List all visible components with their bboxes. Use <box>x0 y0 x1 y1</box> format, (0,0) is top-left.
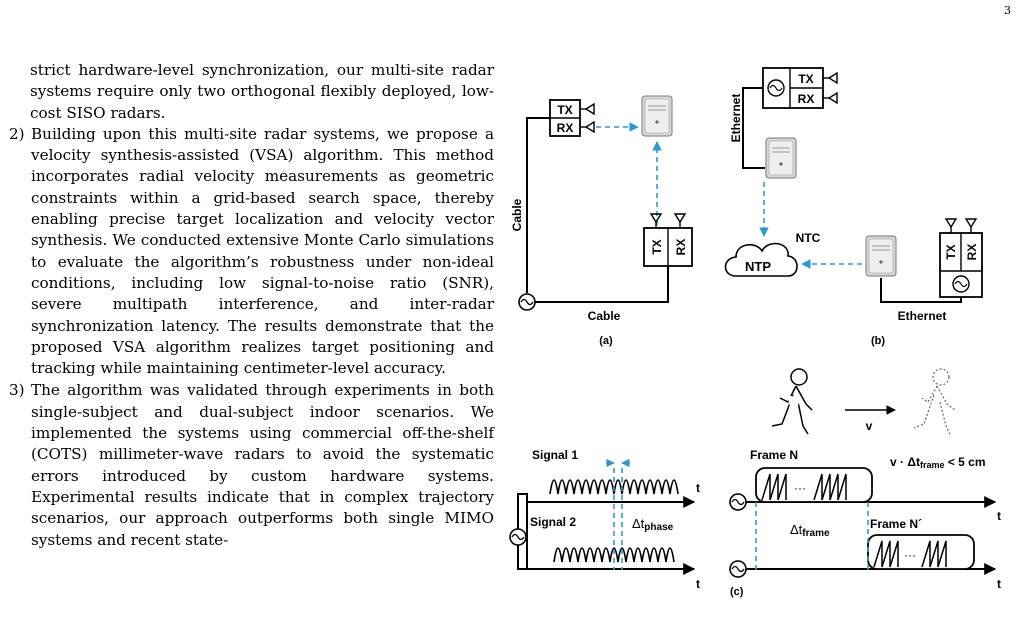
antenna-icon <box>580 102 595 134</box>
signal-2-waveform <box>553 547 675 563</box>
cable-line <box>535 266 669 303</box>
rx-label: RX <box>557 121 574 135</box>
ntp-label: NTP <box>745 259 771 274</box>
time-axis <box>517 493 696 570</box>
item-number: 3) <box>9 381 25 400</box>
panel-c-frame-sync: Frame N v · Δtframe < 5 cm ··· t Frame N… <box>729 448 1001 598</box>
rx-label: RX <box>798 92 815 106</box>
tx-label: TX <box>557 103 572 117</box>
antenna-icon <box>823 71 838 105</box>
tx-label: TX <box>944 244 958 259</box>
panel-c-caption: (c) <box>730 586 744 598</box>
rx-label: RX <box>674 239 688 256</box>
panel-b-caption: (b) <box>871 335 885 347</box>
cable-label: Cable <box>588 309 621 323</box>
cable-line <box>526 117 550 293</box>
frame-n-label: Frame N <box>750 448 798 462</box>
rx-label: RX <box>965 244 979 261</box>
ethernet-label: Ethernet <box>729 94 743 143</box>
page-number: 3 <box>1004 4 1011 17</box>
ethernet-line <box>880 278 962 303</box>
frame-n-prime-label: Frame N´ <box>870 517 922 531</box>
walking-person-outline-icon <box>913 368 956 437</box>
ellipsis: ··· <box>794 481 806 495</box>
body-text-column: strict hardware-level synchronization, o… <box>9 60 494 552</box>
velocity-label: v <box>866 419 873 433</box>
server-icon <box>865 235 897 277</box>
panel-b: TX RX Ethernet NTP NTC TX RX Ether <box>724 67 983 347</box>
contribution-item-3: 3) The algorithm was validated through e… <box>9 380 494 550</box>
contribution-item-2: 2) Building upon this multi-site radar s… <box>9 124 494 380</box>
panel-c-phase-sync: Signal 1 Signal 2 Δtphase t t <box>509 448 700 591</box>
server-icon <box>765 137 797 179</box>
tx-label: TX <box>650 239 664 254</box>
signal-2-label: Signal 2 <box>530 515 576 529</box>
signal-1-label: Signal 1 <box>532 448 578 462</box>
walking-person-icon <box>771 368 813 435</box>
antenna-icon <box>649 213 687 228</box>
item-text: The algorithm was validated through expe… <box>31 381 494 549</box>
frame-n-prime-box <box>867 534 975 570</box>
t-axis-label: t <box>997 577 1001 591</box>
constraint-label: v · Δtframe < 5 cm <box>890 455 986 470</box>
delta-phase-label: Δtphase <box>632 516 674 533</box>
panel-a: TX RX TX RX Cable Cable (a) <box>510 95 693 347</box>
system-figure: TX RX TX RX Cable Cable (a) <box>509 67 1001 598</box>
signal-1-waveform <box>549 479 679 495</box>
cable-label: Cable <box>510 198 524 231</box>
panel-a-caption: (a) <box>599 335 613 347</box>
tx-label: TX <box>798 72 813 86</box>
frame-n-box <box>755 467 873 503</box>
server-icon <box>641 95 673 137</box>
t-axis-label: t <box>696 577 700 591</box>
t-axis-label: t <box>997 509 1001 523</box>
antenna-icon <box>944 218 978 233</box>
item-number: 2) <box>9 124 25 143</box>
ellipsis: ··· <box>904 548 916 562</box>
item-text: Building upon this multi-site radar syst… <box>31 124 494 378</box>
intro-paragraph: strict hardware-level synchronization, o… <box>30 61 494 122</box>
ntc-label: NTC <box>796 231 821 245</box>
delta-frame-label: Δtframe <box>790 522 830 539</box>
t-axis-label: t <box>696 481 700 495</box>
ethernet-label: Ethernet <box>898 309 947 323</box>
cloud-icon <box>724 242 798 277</box>
ethernet-line <box>742 87 765 169</box>
